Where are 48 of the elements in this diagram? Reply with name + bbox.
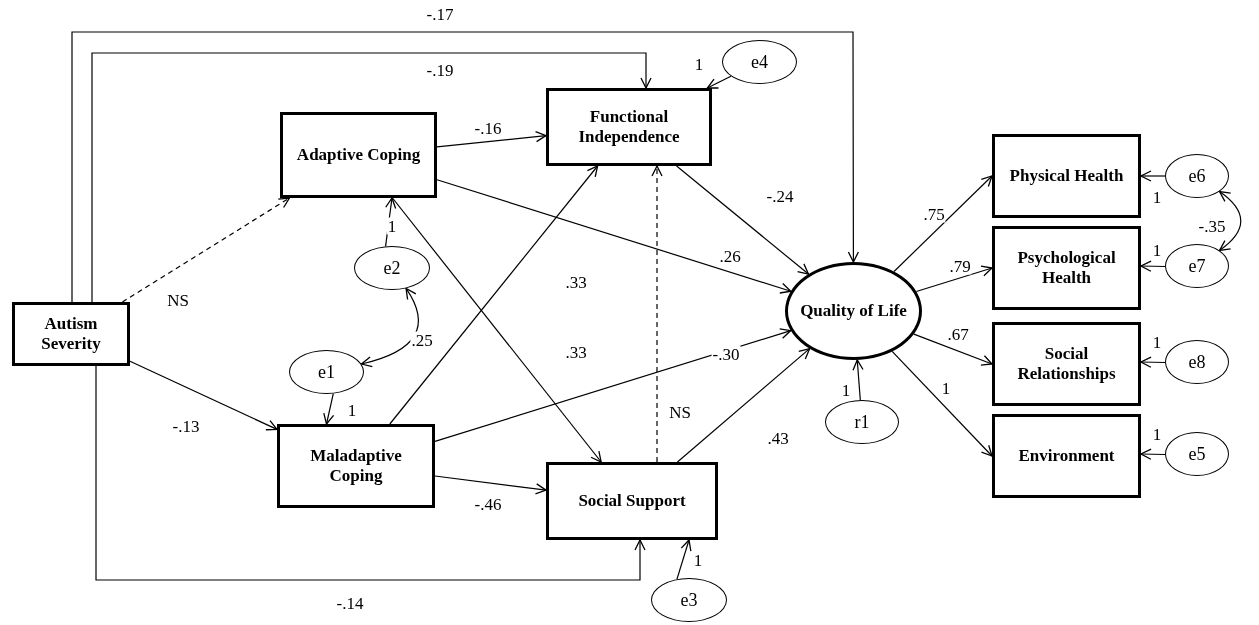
edge-label: .25 <box>410 331 434 349</box>
arrow <box>852 359 864 401</box>
arrow <box>1140 448 1166 460</box>
observed-variable-box: Social Support <box>546 462 718 540</box>
observed-variable-box: Environment <box>992 414 1141 498</box>
arrow <box>1140 170 1166 182</box>
arrow <box>323 393 335 425</box>
latent-variable-ellipse: Quality of Life <box>785 262 922 360</box>
observed-variable-box: Social Relationships <box>992 322 1141 406</box>
observed-variable-box: Psychological Health <box>992 226 1141 310</box>
observed-variable-box: Adaptive Coping <box>280 112 437 198</box>
observed-variable-box: Maladaptive Coping <box>277 424 435 508</box>
arrow <box>436 131 547 148</box>
observed-variable-box: Physical Health <box>992 134 1141 218</box>
error-term-ellipse: e2 <box>354 246 430 290</box>
arrow <box>95 365 646 581</box>
dashed-arrow <box>121 197 291 303</box>
error-term-ellipse: e4 <box>722 40 797 84</box>
arrow <box>676 165 810 275</box>
arrow <box>384 197 397 247</box>
error-term-ellipse: e3 <box>651 578 727 622</box>
error-term-ellipse: r1 <box>825 400 899 444</box>
error-term-ellipse: e6 <box>1165 154 1229 198</box>
observed-variable-box: Functional Independence <box>546 88 712 166</box>
error-term-ellipse: e8 <box>1165 340 1229 384</box>
arrow <box>436 179 792 294</box>
arrow <box>129 360 278 431</box>
error-term-ellipse: e1 <box>289 350 364 394</box>
error-term-ellipse: e7 <box>1165 244 1229 288</box>
error-term-ellipse: e5 <box>1165 432 1229 476</box>
arrow <box>91 52 652 303</box>
arrow <box>676 539 692 580</box>
edge-label: -.30 <box>711 345 741 363</box>
arrow <box>893 175 993 273</box>
edge-label: 1 <box>386 217 398 235</box>
arrow <box>1140 356 1166 368</box>
arrow <box>389 165 599 425</box>
arrow <box>71 31 860 303</box>
arrow <box>1140 260 1166 272</box>
dashed-arrow <box>651 165 663 463</box>
arrow <box>676 348 811 463</box>
observed-variable-box: Autism Severity <box>12 302 130 366</box>
arrow <box>434 475 547 495</box>
arrow <box>706 75 732 89</box>
covariance-arrow <box>1218 190 1242 252</box>
arrow <box>891 350 993 457</box>
arrow <box>391 197 602 463</box>
arrow <box>434 328 792 442</box>
